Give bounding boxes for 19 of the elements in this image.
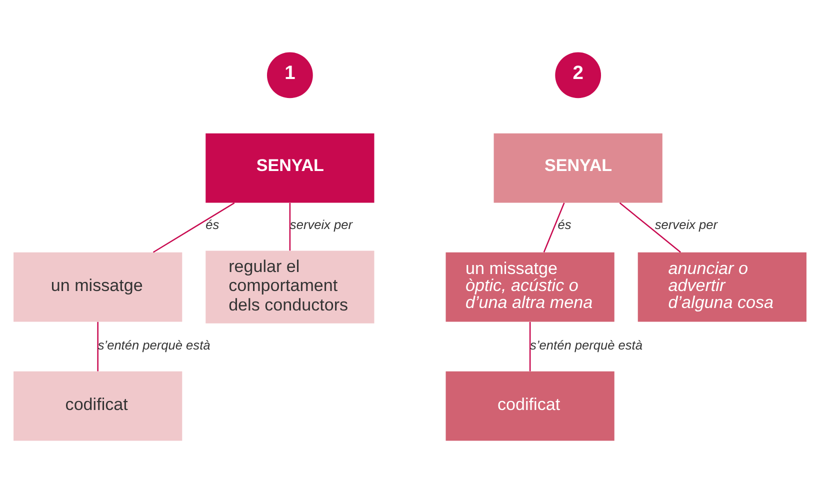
- edge-label: serveix per: [654, 217, 718, 232]
- connector: [528, 322, 530, 372]
- connector: [288, 202, 290, 251]
- node-box: anunciar o advertir d’alguna cosa: [637, 252, 806, 322]
- node-box: SENYAL: [205, 133, 374, 203]
- node-circle: 2: [554, 52, 601, 98]
- node-box: regular el comportament dels conductors: [205, 250, 374, 324]
- connector: [152, 202, 234, 253]
- edge-label: és: [557, 217, 571, 232]
- node-circle: 1: [266, 52, 312, 98]
- node-box: un missatge òptic, acústic o d’una altra mena: [445, 252, 614, 322]
- edge-label: és: [205, 217, 219, 232]
- connector: [96, 322, 98, 372]
- connector: [542, 202, 564, 252]
- node-box: codificat: [13, 371, 182, 441]
- connector: [618, 202, 680, 253]
- node-box: un missatge: [13, 252, 182, 322]
- node-box: SENYAL: [493, 133, 662, 203]
- node-box: codificat: [445, 371, 614, 441]
